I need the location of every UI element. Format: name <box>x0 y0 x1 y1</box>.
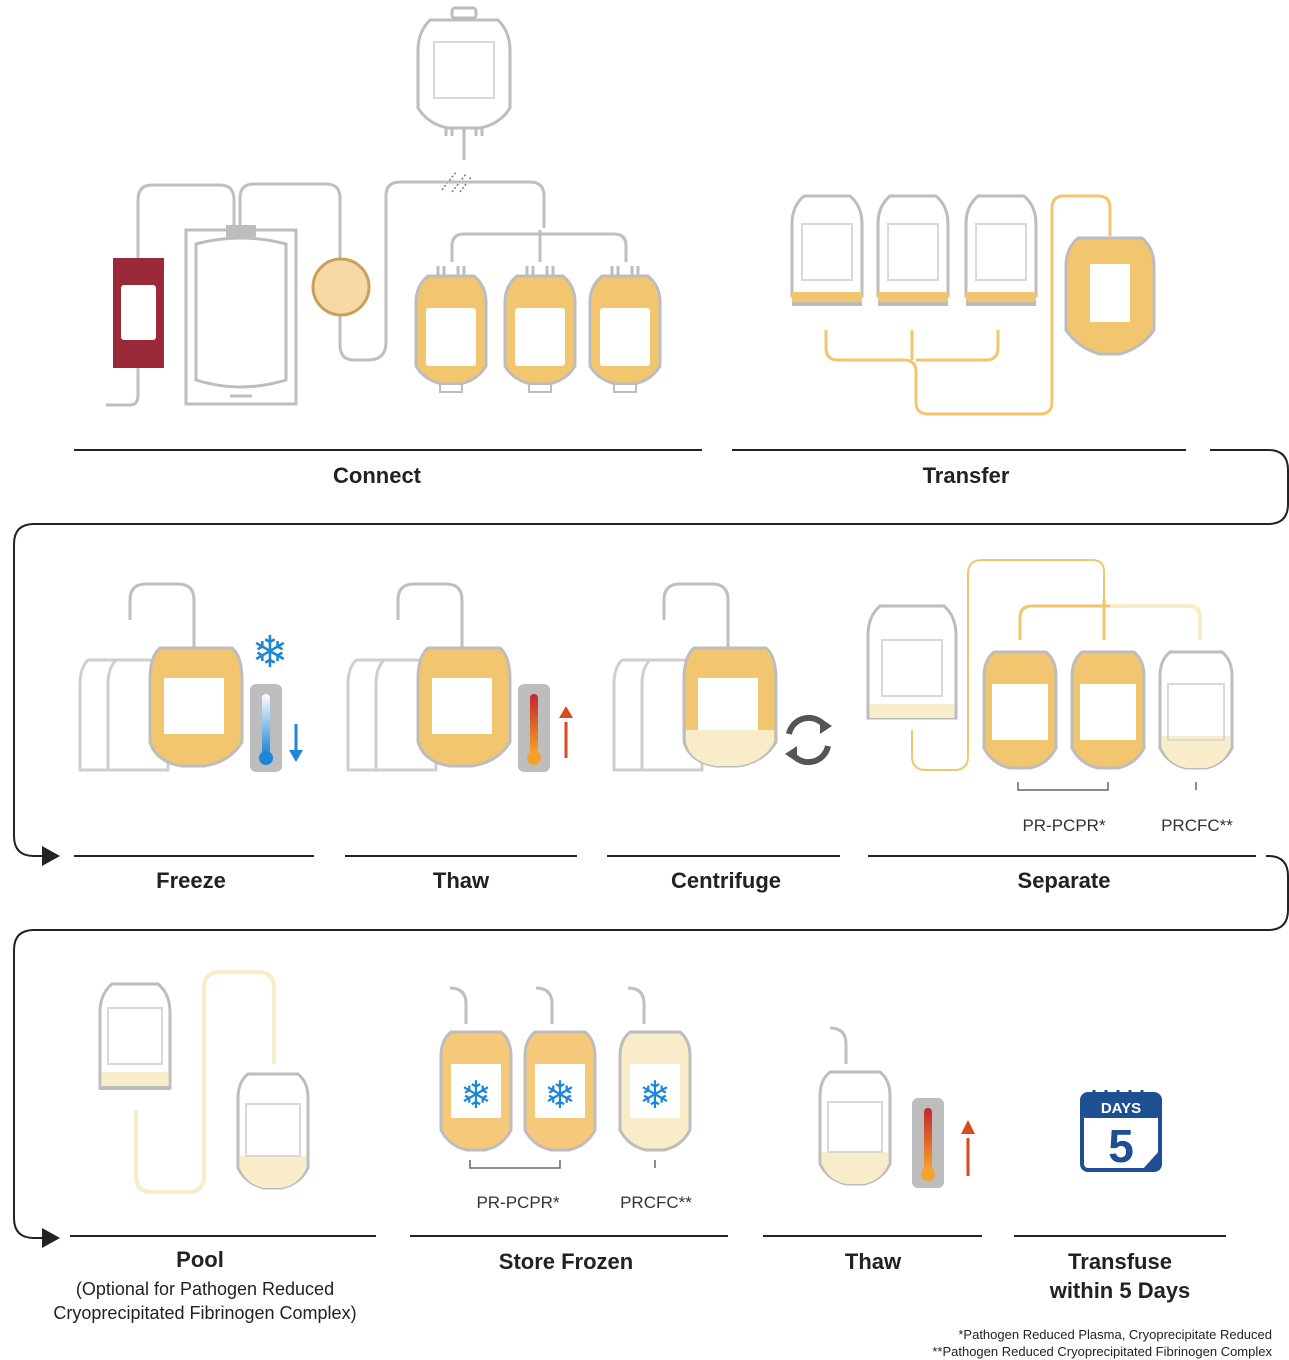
arrow-up-icon <box>961 1120 975 1134</box>
pool-note-line1: (Optional for Pathogen Reduced <box>76 1279 334 1299</box>
snowflake-icon: ❄ <box>252 627 289 678</box>
flow-arrow-1 <box>42 846 60 866</box>
connect-illustration <box>106 6 662 407</box>
step-label-separate: Separate <box>1018 868 1111 893</box>
pool-note-line2: Cryoprecipitated Fibrinogen Complex) <box>53 1303 356 1323</box>
pooling-bag <box>1064 236 1156 356</box>
footnote-2: **Pathogen Reduced Cryoprecipitated Fibr… <box>932 1344 1272 1359</box>
calendar-number: 5 <box>1108 1120 1134 1172</box>
filter <box>311 257 371 317</box>
step-label-store-frozen: Store Frozen <box>499 1249 633 1274</box>
flow-connector-1 <box>13 449 1289 857</box>
arrow-down-icon <box>289 750 303 762</box>
step-label-pool: Pool <box>176 1247 224 1272</box>
separate-illustration: PR-PCPR* PRCFC** <box>866 559 1234 835</box>
flow-connector-2 <box>13 855 1289 1239</box>
arrow-up-icon <box>559 706 573 718</box>
thaw-illustration-2 <box>818 1026 975 1188</box>
step-label-centrifuge: Centrifuge <box>671 868 781 893</box>
step-label-transfuse-line1: Transfuse <box>1068 1249 1172 1274</box>
tag-prcfc-2: PRCFC** <box>620 1193 692 1212</box>
snowflake-icon: ❄ <box>460 1073 492 1117</box>
snowflake-icon: ❄ <box>544 1073 576 1117</box>
footnote-1: *Pathogen Reduced Plasma, Cryoprecipitat… <box>958 1327 1272 1342</box>
step-label-thaw-1: Thaw <box>433 868 490 893</box>
plasma-bags-row1 <box>414 266 662 393</box>
top-bag <box>416 6 512 193</box>
transfer-illustration <box>790 194 1156 416</box>
rotate-icon <box>785 714 832 766</box>
thaw-illustration-1 <box>346 582 573 772</box>
step-label-freeze: Freeze <box>156 868 226 893</box>
store-frozen-illustration: ❄ ❄ ❄ PR-PCPR* PRCFC** <box>439 986 692 1212</box>
pool-illustration <box>98 970 310 1194</box>
tag-pr-pcpr-2: PR-PCPR* <box>476 1193 560 1212</box>
step-label-transfer: Transfer <box>923 463 1010 488</box>
flow-arrow-2 <box>42 1228 60 1248</box>
snowflake-icon: ❄ <box>639 1073 671 1117</box>
tag-pr-pcpr-1: PR-PCPR* <box>1022 816 1106 835</box>
step-label-thaw-2: Thaw <box>845 1249 902 1274</box>
tag-prcfc-1: PRCFC** <box>1161 816 1233 835</box>
step-label-transfuse-line2: within 5 Days <box>1049 1278 1191 1303</box>
calendar-icon: DAYS 5 <box>1080 1090 1162 1172</box>
step-label-connect: Connect <box>333 463 422 488</box>
whole-blood-bag <box>184 225 298 406</box>
calendar-header: DAYS <box>1101 1100 1141 1117</box>
freeze-illustration: ❄ <box>78 582 303 772</box>
centrifuge-illustration <box>612 582 832 772</box>
